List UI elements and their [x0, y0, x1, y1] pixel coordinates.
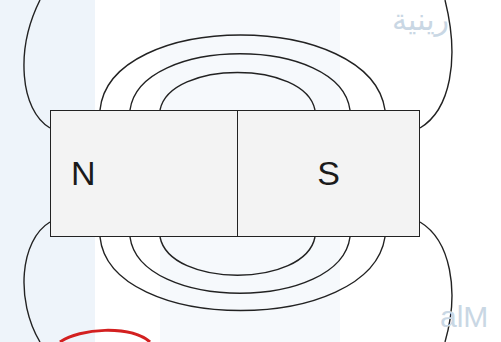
pole-letter: S	[317, 154, 340, 193]
watermark: رينية	[392, 2, 449, 37]
watermark-panel	[0, 0, 95, 342]
red-mark	[60, 330, 150, 342]
pole-letter: N	[71, 154, 96, 193]
watermark: alM	[440, 300, 488, 334]
magnet-pole: S	[237, 110, 420, 237]
magnet-pole: N	[50, 110, 238, 237]
